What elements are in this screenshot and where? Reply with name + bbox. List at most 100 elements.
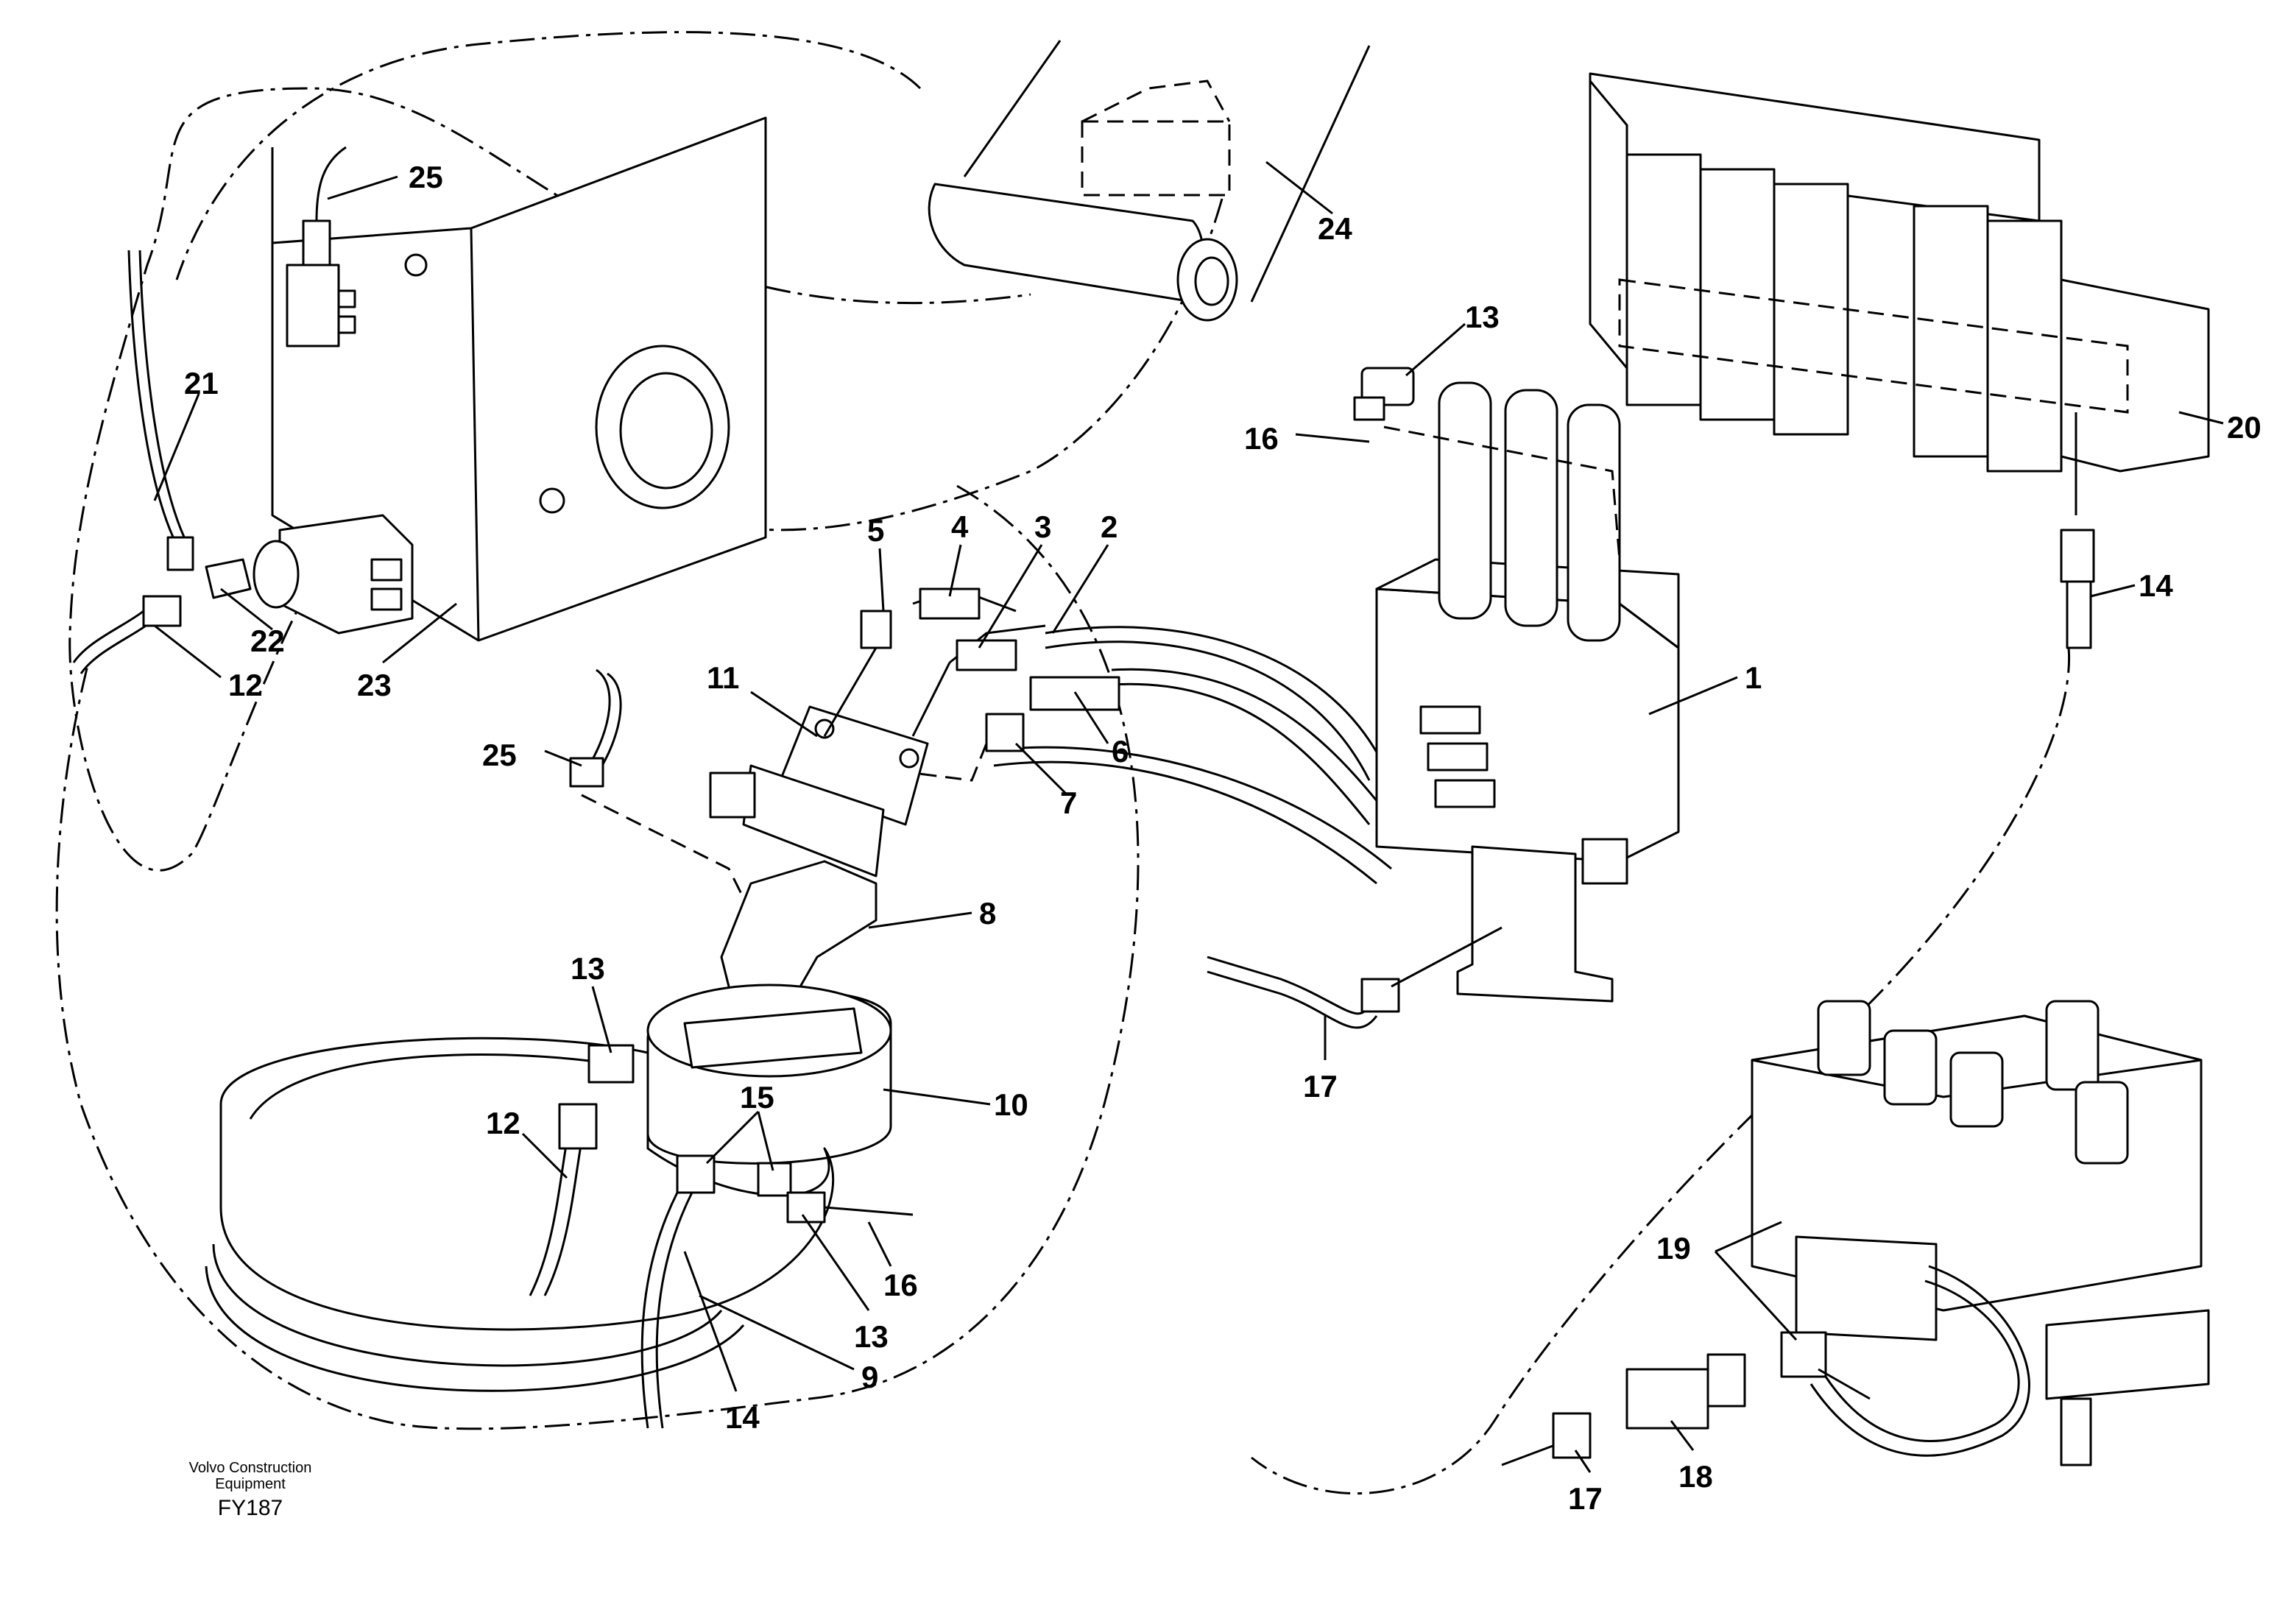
callout-2: 2 [1101,509,1117,544]
callout-8: 8 [979,896,996,931]
hose-25-inner [599,672,622,770]
lower-valve-endblock [2045,1309,2210,1400]
lower-cartridge-b [1883,1029,1938,1106]
lower-left-enclosure-loop [55,484,1140,1430]
callout-11: 11 [707,660,739,695]
fitting-7-hidden-route [912,743,988,782]
callout-23: 23 [357,668,392,702]
lower-cartridge-a [1817,1000,1871,1076]
pressure-switch-tip [1353,396,1385,421]
leader-15-b [757,1111,774,1171]
callout-13-left: 13 [571,951,605,986]
callout-16-bottom: 16 [883,1268,918,1302]
leader-6 [1073,691,1109,744]
top-enclosure-loop [175,31,922,280]
brake-valve-port [709,772,756,819]
junction-block-fitting [302,219,331,266]
boom-hidden-block [1081,120,1231,197]
hose-lower [986,746,1392,870]
pilot-valve-bracket [1581,838,1628,885]
left-hose-group [72,250,252,674]
valve-hidden-body [1618,278,2129,414]
boom-pivot-inner [1194,256,1229,306]
hose-17-lower [1501,1441,1561,1466]
tank-corner-edge [470,227,480,641]
valve-frame-left [1589,80,1628,370]
hose-14-right-body [2066,580,2092,649]
hose-14-right-fitting [2060,529,2095,583]
leader-7 [1014,742,1069,797]
callout-7: 7 [1060,785,1077,820]
lower-valve-bank [1751,1000,2210,1466]
callout-10: 10 [994,1087,1028,1122]
leader-14-bottom [683,1251,738,1392]
tank-frame [271,116,767,642]
leader-12-bottom [521,1132,568,1179]
pilot-valve-stand [1456,845,1614,1003]
fitting-5 [860,610,892,649]
junction-supply-hose [315,146,347,222]
right-hose-14 [2060,529,2095,649]
tank-plug-b [539,487,565,514]
main-control-valve-block [1589,72,2210,515]
hose-2 [1045,626,1385,766]
callout-6: 6 [1112,734,1129,769]
callout-1: 1 [1745,660,1762,695]
hose-14-lower-b [655,1192,693,1429]
callout-12-bottom: 12 [486,1106,520,1140]
fitting-3 [956,639,1017,671]
lower-valve-stem [2060,1397,2092,1466]
lower-fitting-chain [1501,1331,1871,1466]
callout-5: 5 [867,513,884,548]
leader-16-top [1295,433,1370,443]
brake-valve-bolt-b [899,748,919,769]
brake-valve-bolt-a [814,719,835,739]
hose-14-lower-a [640,1192,679,1429]
fitting-13-lower [786,1191,826,1224]
hose-16-lower [824,1206,914,1216]
leader-25-top [327,175,398,200]
leader-1 [1648,676,1738,716]
callout-14-bottom: 14 [725,1400,760,1435]
swivel-9-base-arc [212,1243,723,1367]
hose-25-hidden-route [581,794,752,914]
callout-3: 3 [1034,509,1051,544]
callout-25-bottom: 25 [482,738,517,772]
hose-21-outer [127,250,178,546]
leader-2 [1051,544,1109,634]
callout-13-bottom: 13 [854,1319,889,1354]
callout-22: 22 [250,624,285,658]
hose-21-fitting [166,536,194,571]
valve-section-b [1699,168,1776,421]
pilot-port-b [1427,742,1489,772]
callout-17-bottom: 17 [1568,1481,1603,1516]
hose-lower-inner [993,760,1377,885]
hose-25-fitting [569,757,604,788]
hose-12-upper-fitting [142,595,182,627]
lower-valve-subblock [1795,1235,1938,1341]
pilot-valve-block [1375,381,1680,1003]
lower-valve-pipe [1809,1265,2030,1457]
tank-plug-a [404,253,428,277]
valve-section-c [1773,183,1849,436]
leader-15-a [705,1110,760,1165]
hose-6 [1111,668,1385,811]
pilot-solenoid-b [1504,389,1558,627]
callout-21: 21 [184,366,219,400]
hose-12-lower-fitting [558,1103,598,1150]
callout-12-top: 12 [228,668,263,702]
leader-13-top [1405,322,1466,377]
hose-3-run [911,662,951,737]
pilot-solenoid-a [1438,381,1492,620]
callout-16-top: 16 [1244,421,1279,456]
fitting-17-lower [1552,1412,1592,1459]
hose-17-outer [1207,956,1371,1015]
leader-22 [220,587,273,631]
accumulator-valve-cap [253,540,300,609]
leader-18 [1670,1420,1695,1451]
valve-section-a [1625,153,1702,406]
hose-21-inner [138,250,189,546]
callouts: 1 2 3 4 5 6 7 8 9 10 11 12 12 13 13 13 1… [184,160,2261,1516]
valve-section-d [1913,205,1989,458]
